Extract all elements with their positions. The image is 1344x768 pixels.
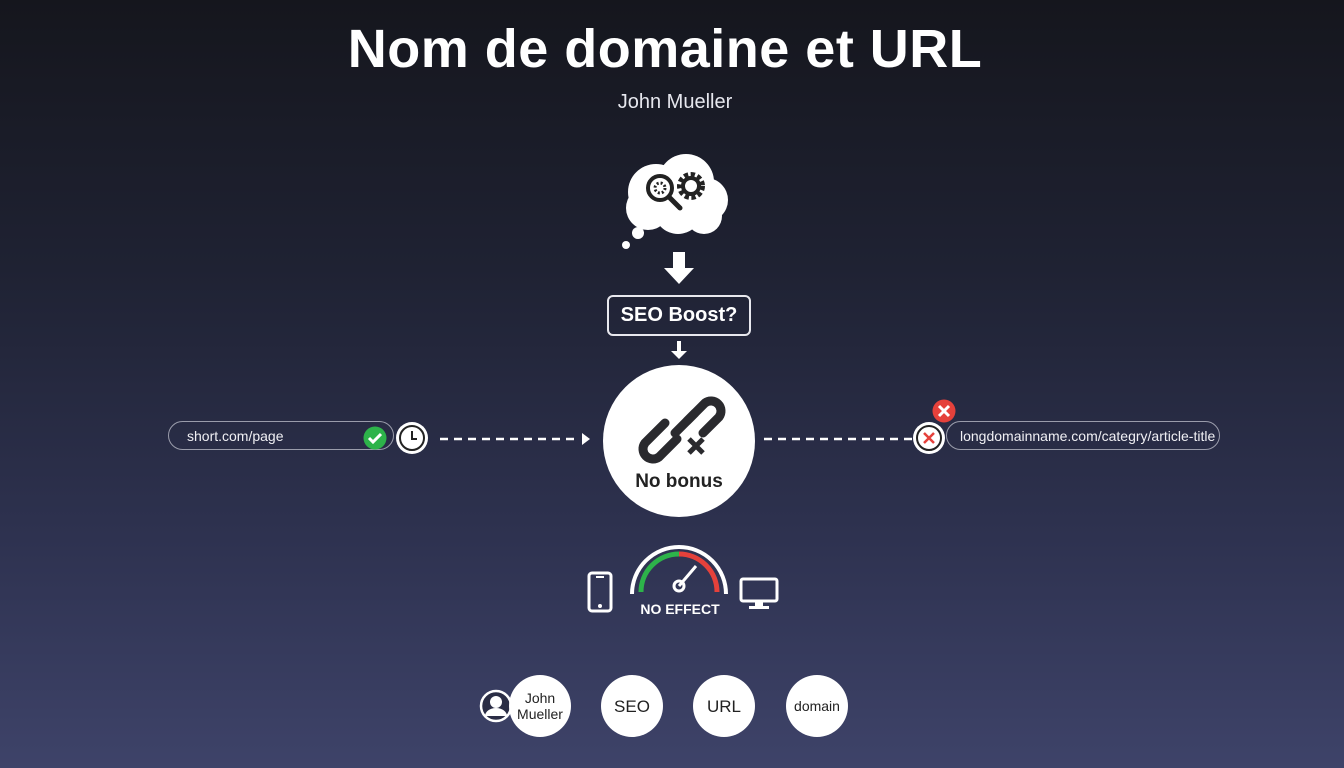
tag-url: URL xyxy=(693,675,755,737)
tag-john-mueller: John Mueller xyxy=(509,675,571,737)
page-title: Nom de domaine et URL xyxy=(347,19,983,79)
magnifier-icon xyxy=(646,174,683,211)
speedometer-gauge xyxy=(630,545,728,595)
seo-boost-box: SEO Boost? xyxy=(607,295,751,336)
clock-icon xyxy=(396,422,428,454)
arrow-down-icon xyxy=(664,252,694,284)
dashed-line-right xyxy=(764,437,912,441)
long-url-field: longdomainname.com/categry/article-title xyxy=(946,421,1220,450)
no-bonus-circle: No bonus xyxy=(603,365,755,517)
thought-cloud-icon xyxy=(622,154,728,249)
user-avatar-icon xyxy=(479,689,513,723)
long-url-text: longdomainname.com/categry/article-title xyxy=(960,427,1216,444)
dashed-arrow-left xyxy=(440,433,590,445)
mobile-phone-icon xyxy=(587,571,613,613)
broken-link-icon xyxy=(638,396,726,464)
no-bonus-label: No bonus xyxy=(635,471,723,492)
page-subtitle: John Mueller xyxy=(617,91,733,113)
tag-seo: SEO xyxy=(601,675,663,737)
desktop-monitor-icon xyxy=(739,577,779,609)
short-url-text: short.com/page xyxy=(187,427,284,444)
check-icon xyxy=(363,426,387,450)
gear-icon xyxy=(677,172,705,200)
arrow-down-small-icon xyxy=(671,341,687,359)
tag-domain: domain xyxy=(786,675,848,737)
invalid-x-icon xyxy=(913,422,945,454)
gauge-label: NO EFFECT xyxy=(640,601,720,617)
error-badge-icon xyxy=(932,399,956,423)
short-url-field: short.com/page xyxy=(168,421,394,450)
